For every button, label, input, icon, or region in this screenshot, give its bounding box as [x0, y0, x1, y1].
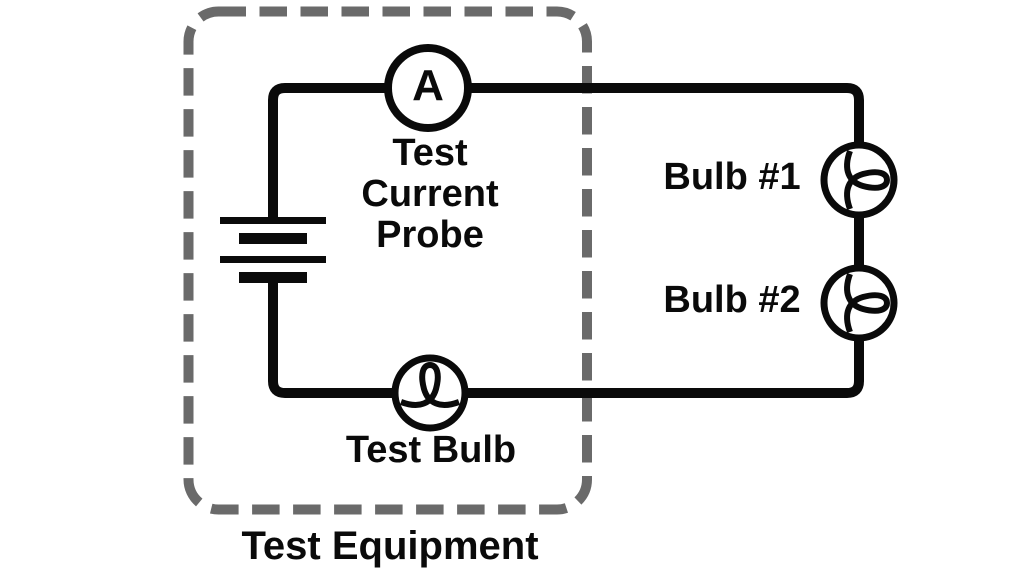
probe-label-line3: Probe [376, 214, 484, 256]
probe-label-line1: Test [392, 132, 468, 174]
battery-plate-short-top [239, 233, 307, 244]
test-equipment-label: Test Equipment [241, 524, 539, 568]
bulb1-label: Bulb #1 [663, 156, 801, 198]
bulb1-filament [844, 149, 891, 211]
test-bulb-icon [391, 354, 469, 432]
circuit-wires [268, 83, 864, 398]
ammeter-symbol-label: A [412, 61, 444, 111]
bulb2-circle [820, 264, 898, 342]
battery-plate-long-bottom [220, 256, 326, 263]
test-current-probe-label: Test Current Probe [361, 133, 498, 256]
bulb1-icon [820, 141, 898, 219]
bulb1-circle [820, 141, 898, 219]
test-bulb-circle [391, 354, 469, 432]
bulb2-icon [820, 264, 898, 342]
test-bulb-label: Test Bulb [345, 429, 517, 471]
battery-plate-long-top [220, 217, 326, 224]
test-equipment-dashed-box [183, 6, 592, 515]
battery-plate-short-bottom [239, 272, 307, 283]
bulb2-label: Bulb #2 [663, 279, 801, 321]
ammeter-icon [384, 44, 472, 132]
battery-icon [220, 217, 326, 283]
bulb2-filament [844, 272, 891, 334]
test-bulb-filament [399, 361, 461, 408]
probe-label-line2: Current [361, 173, 499, 215]
